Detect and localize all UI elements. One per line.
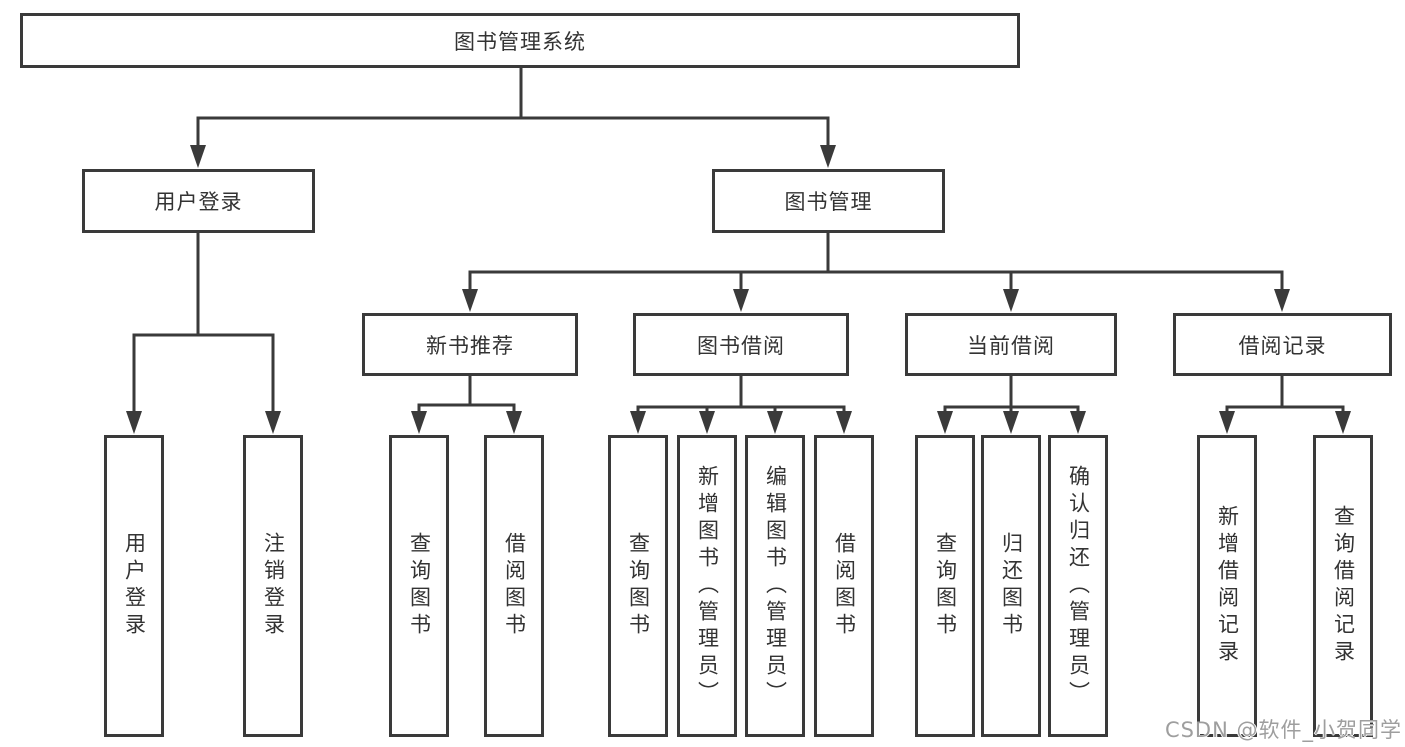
node-leaf-borrow-books-1: 借阅图书 <box>484 435 544 737</box>
connector-borrow-to-leaves <box>630 376 852 434</box>
node-leaf-logout-label: 注销登录 <box>261 532 286 640</box>
node-leaf-user-login: 用户登录 <box>104 435 164 737</box>
node-book-borrowing-label: 图书借阅 <box>697 333 785 358</box>
node-leaf-borrow-books-2-label: 借阅图书 <box>832 532 857 640</box>
node-leaf-query-books-3: 查询图书 <box>915 435 975 737</box>
node-current-borrowing: 当前借阅 <box>905 313 1117 376</box>
node-user-login: 用户登录 <box>82 169 315 233</box>
node-current-borrowing-label: 当前借阅 <box>967 333 1055 358</box>
node-leaf-query-borrow-record-label: 查询借阅记录 <box>1331 505 1356 667</box>
node-leaf-user-login-label: 用户登录 <box>122 532 147 640</box>
node-leaf-edit-book-admin: 编辑图书（管理员） <box>745 435 805 737</box>
node-leaf-confirm-return-admin-label: 确认归还（管理员） <box>1066 464 1091 708</box>
node-leaf-query-borrow-record: 查询借阅记录 <box>1313 435 1373 737</box>
csdn-watermark: CSDN @软件_小贺同学 <box>1164 718 1402 742</box>
node-leaf-confirm-return-admin: 确认归还（管理员） <box>1048 435 1108 737</box>
node-book-management-label: 图书管理 <box>784 190 873 214</box>
node-borrow-records: 借阅记录 <box>1173 313 1392 376</box>
connector-root-to-level2 <box>190 68 836 168</box>
node-leaf-add-borrow-record: 新增借阅记录 <box>1197 435 1257 737</box>
node-leaf-query-books-3-label: 查询图书 <box>933 532 958 640</box>
node-root-label: 图书管理系统 <box>454 29 586 54</box>
node-leaf-add-borrow-record-label: 新增借阅记录 <box>1215 505 1240 667</box>
connector-bookmgmt-to-level3 <box>462 233 1290 312</box>
node-user-login-label: 用户登录 <box>154 190 243 214</box>
node-leaf-query-books-2: 查询图书 <box>608 435 668 737</box>
node-leaf-borrow-books-2: 借阅图书 <box>814 435 874 737</box>
connector-records-to-leaves <box>1219 376 1351 434</box>
node-leaf-add-book-admin: 新增图书（管理员） <box>677 435 737 737</box>
node-book-management: 图书管理 <box>712 169 945 233</box>
node-leaf-query-books-2-label: 查询图书 <box>626 532 651 640</box>
node-leaf-query-books-1: 查询图书 <box>389 435 449 737</box>
node-leaf-logout: 注销登录 <box>243 435 303 737</box>
node-leaf-add-book-admin-label: 新增图书（管理员） <box>695 464 720 708</box>
node-leaf-edit-book-admin-label: 编辑图书（管理员） <box>763 464 788 708</box>
node-leaf-query-books-1-label: 查询图书 <box>407 532 432 640</box>
connector-userlogin-to-leaves <box>126 233 281 434</box>
node-leaf-return-book: 归还图书 <box>981 435 1041 737</box>
node-book-borrowing: 图书借阅 <box>633 313 849 376</box>
connector-newbooks-to-leaves <box>411 376 522 434</box>
node-new-book-recommend: 新书推荐 <box>362 313 578 376</box>
node-borrow-records-label: 借阅记录 <box>1238 333 1327 358</box>
connector-current-to-leaves <box>937 376 1086 434</box>
node-new-book-recommend-label: 新书推荐 <box>426 333 514 358</box>
node-leaf-borrow-books-1-label: 借阅图书 <box>502 532 527 640</box>
node-root: 图书管理系统 <box>20 13 1020 68</box>
node-leaf-return-book-label: 归还图书 <box>999 532 1024 640</box>
